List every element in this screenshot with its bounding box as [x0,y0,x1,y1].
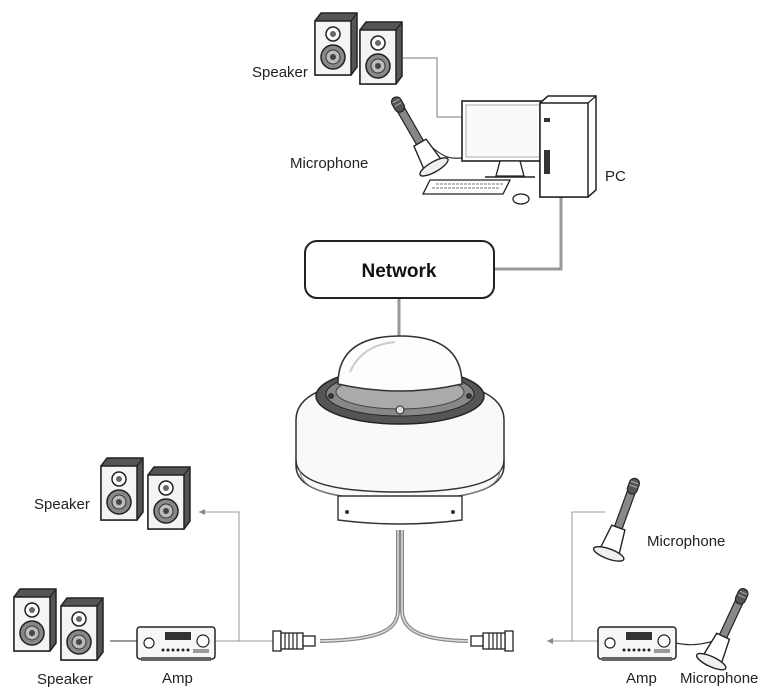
speaker-label-left-lower: Speaker [37,671,93,688]
network-label: Network [362,261,437,282]
top-microphone-icon [380,90,450,180]
pc-icon [423,96,596,204]
right-amp-icon [598,627,676,661]
microphone-label-top: Microphone [290,155,368,172]
left-lower-speakers-icon [14,589,103,660]
left-amp-icon [137,627,215,661]
microphone-label-right-lower: Microphone [680,670,758,687]
pc-label: PC [605,168,626,185]
top-speakers-icon [315,13,402,84]
left-cable-connector-icon [273,631,315,651]
amp-label-right: Amp [626,670,657,687]
microphone-label-right-upper: Microphone [647,533,725,550]
right-lower-microphone-icon [695,582,760,673]
speaker-label-left-upper: Speaker [34,496,90,513]
right-cable-connector-icon [471,631,513,651]
dome-camera-icon [296,336,504,524]
left-upper-speakers-icon [101,458,190,529]
amp-label-left: Amp [162,670,193,687]
right-upper-microphone-icon [592,473,651,564]
speaker-label-top: Speaker [252,64,308,81]
network-box: Network [305,241,494,298]
